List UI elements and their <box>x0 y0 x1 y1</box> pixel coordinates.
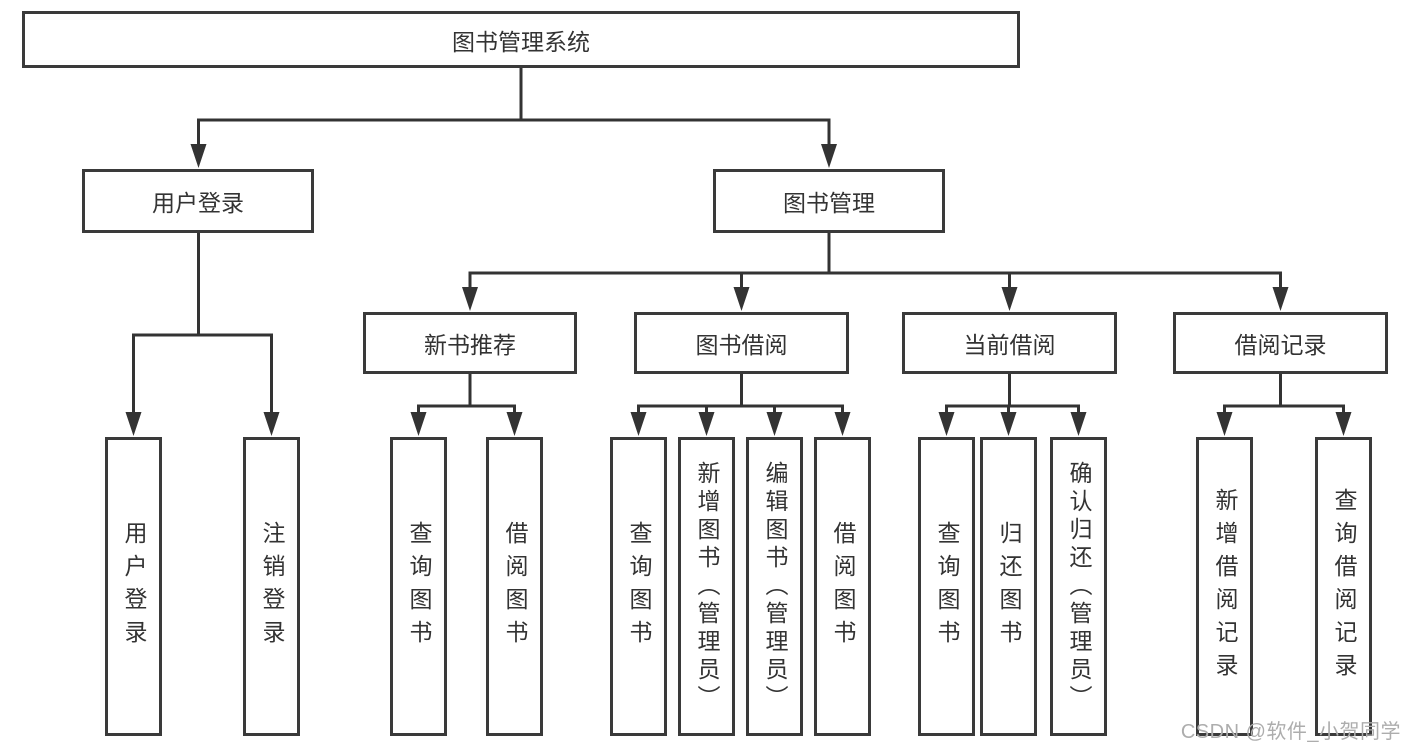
leaf-query-borrow-record: 查询借阅记录 <box>1315 437 1372 736</box>
leaf-return-book: 归还图书 <box>980 437 1037 736</box>
leaf-add-borrow-record: 新增借阅记录 <box>1196 437 1253 736</box>
leaf-query-books-1: 查询图书 <box>390 437 447 736</box>
leaf-add-book-admin: 新增图书（管理员） <box>678 437 735 736</box>
node-new-book-recommend: 新书推荐 <box>363 312 577 374</box>
leaf-confirm-return-admin: 确认归还（管理员） <box>1050 437 1107 736</box>
leaf-user-login: 用户登录 <box>105 437 162 736</box>
node-user-login: 用户登录 <box>82 169 314 233</box>
node-book-borrowing: 图书借阅 <box>634 312 849 374</box>
leaf-borrow-books-1: 借阅图书 <box>486 437 543 736</box>
leaf-query-books-3: 查询图书 <box>918 437 975 736</box>
leaf-query-books-2: 查询图书 <box>610 437 667 736</box>
node-book-management: 图书管理 <box>713 169 945 233</box>
leaf-borrow-books-2: 借阅图书 <box>814 437 871 736</box>
node-current-borrowing: 当前借阅 <box>902 312 1117 374</box>
csdn-watermark: CSDN @软件_小贺同学 <box>1180 721 1401 743</box>
node-root-library-system: 图书管理系统 <box>22 11 1020 68</box>
leaf-edit-book-admin: 编辑图书（管理员） <box>746 437 803 736</box>
node-borrowing-records: 借阅记录 <box>1173 312 1388 374</box>
arrowheads <box>125 144 1352 436</box>
leaf-logout: 注销登录 <box>243 437 300 736</box>
